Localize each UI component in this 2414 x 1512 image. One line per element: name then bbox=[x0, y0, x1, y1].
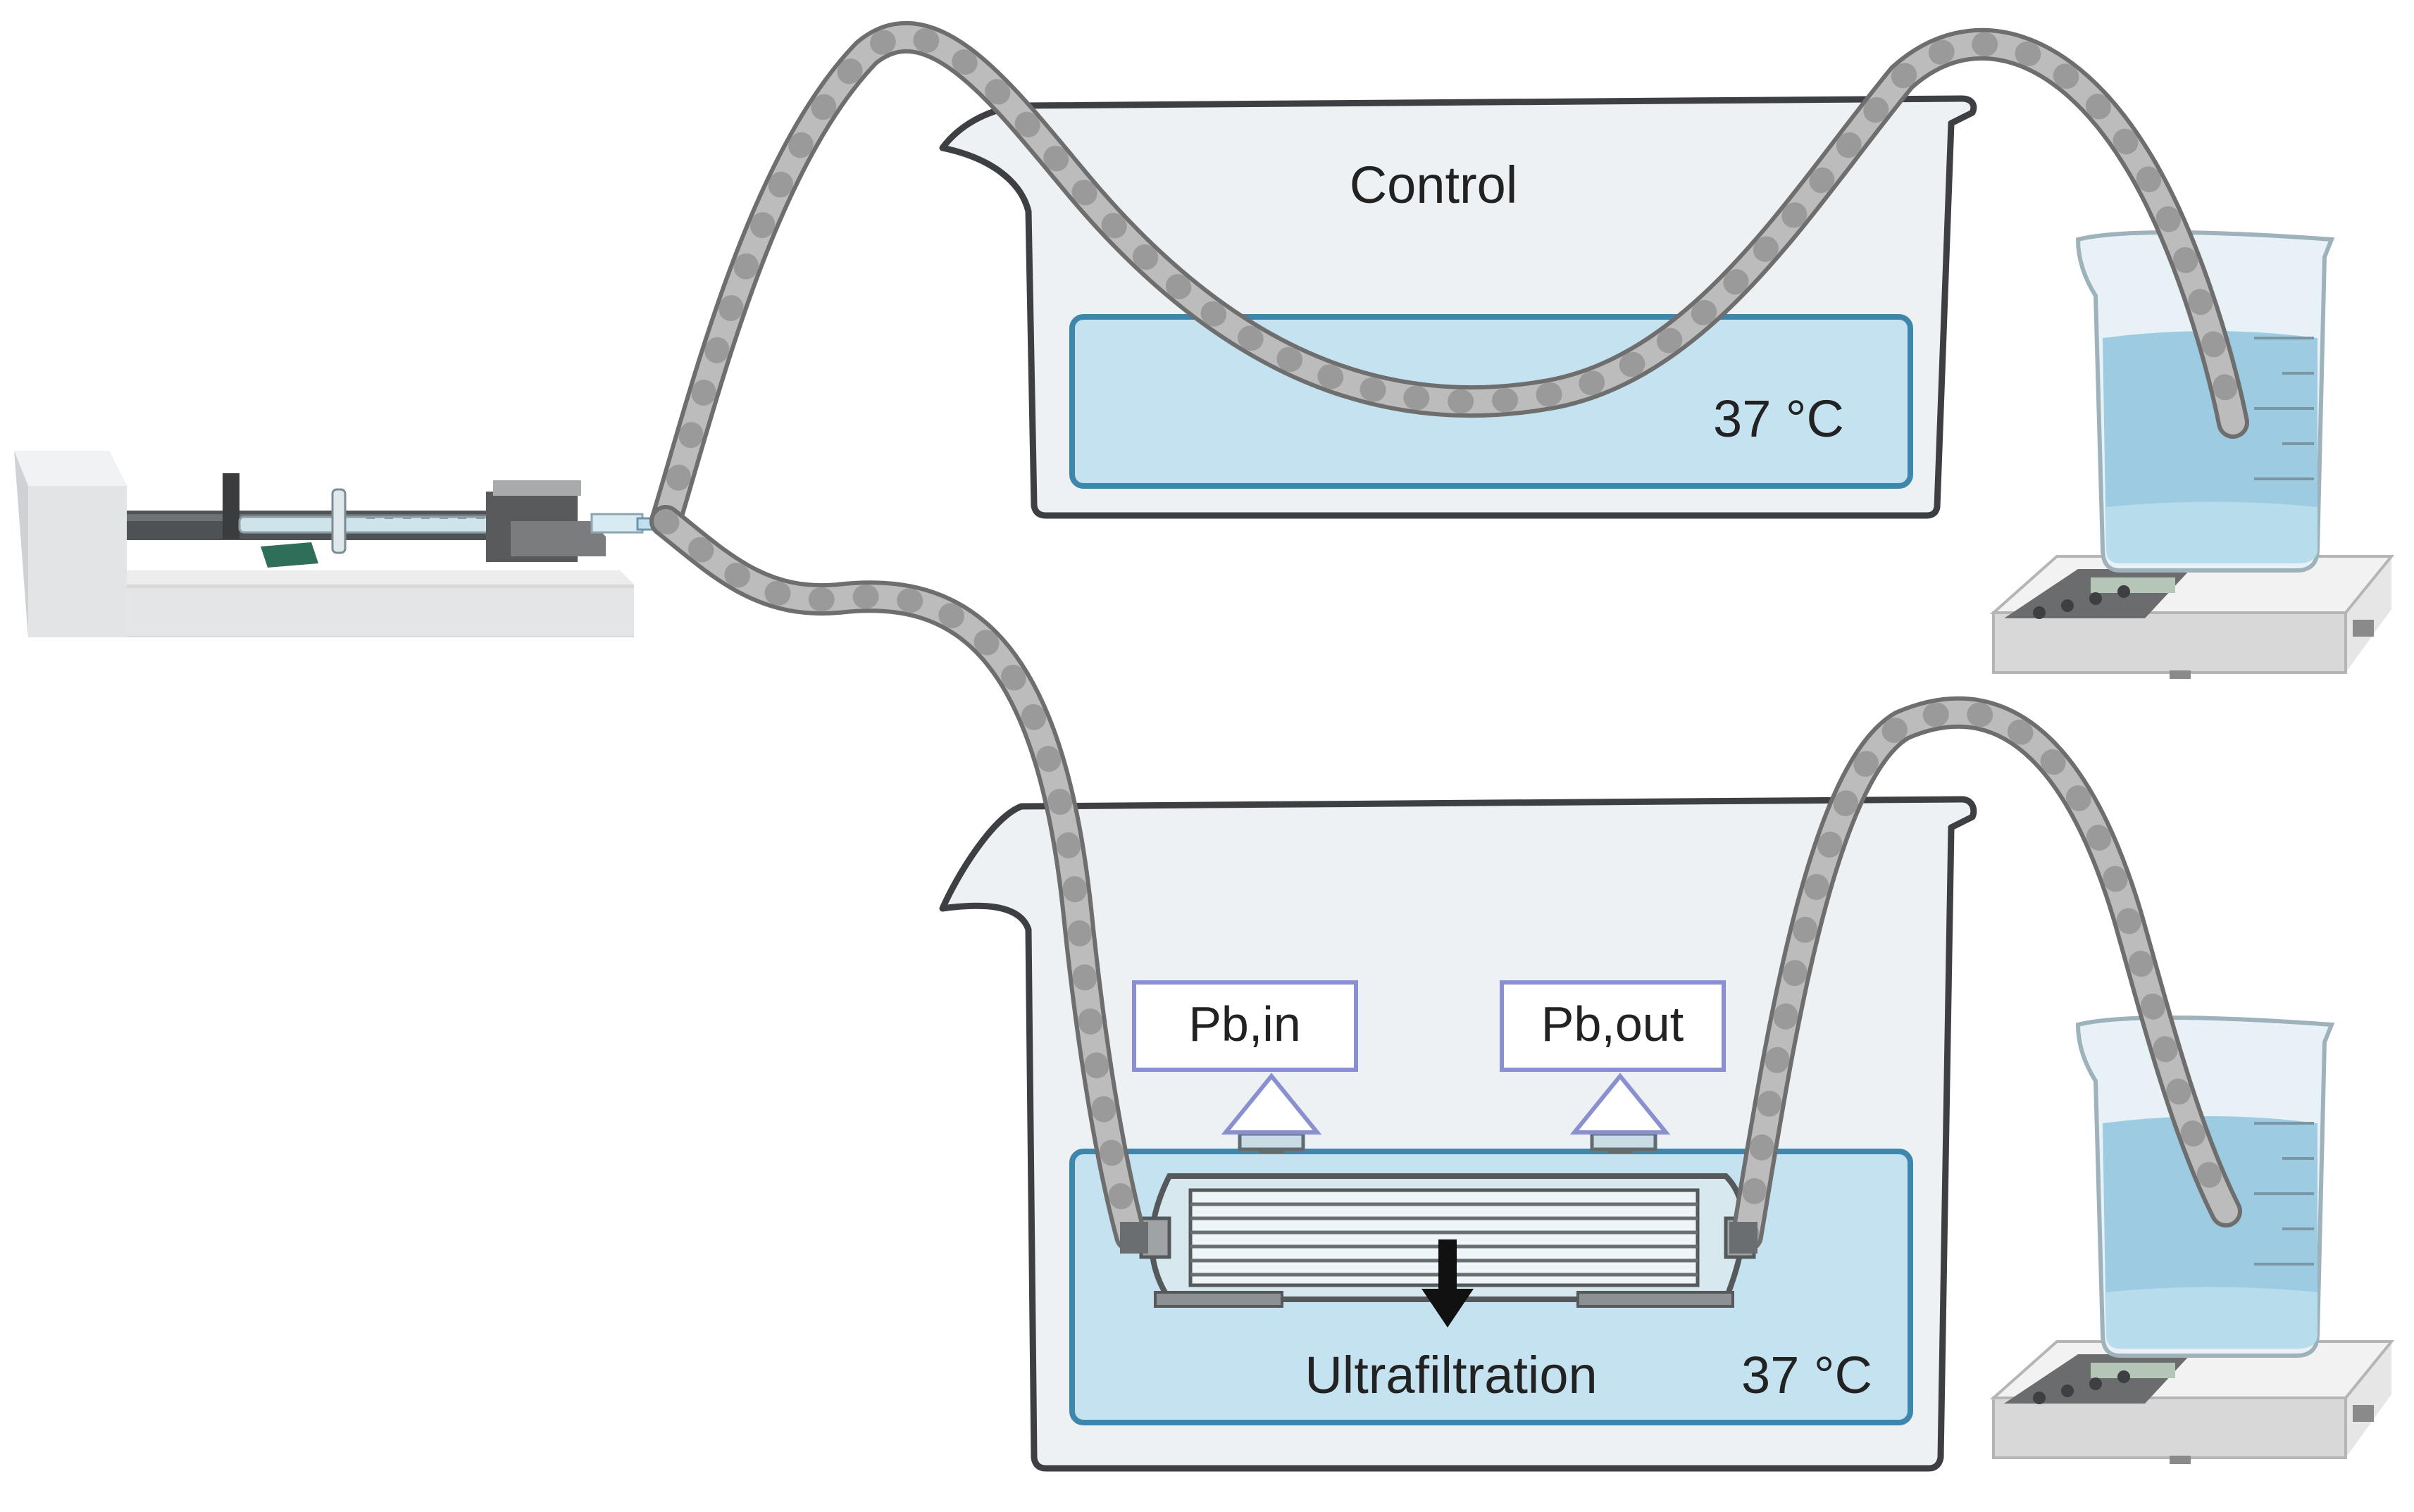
down-arrow-icon bbox=[1421, 1239, 1474, 1327]
ultrafiltration-temp-label: 37 °C bbox=[1741, 1346, 1872, 1404]
tubing bbox=[649, 20, 2249, 1252]
ultrafiltration-label: Ultrafiltration bbox=[1305, 1346, 1597, 1404]
pb-out-box bbox=[1500, 980, 1726, 1072]
beaker-icon bbox=[2075, 230, 2335, 573]
control-temp-label: 37 °C bbox=[1713, 389, 1844, 448]
pb-in-sensor: Pb,in bbox=[1132, 980, 1358, 1135]
pb-in-box bbox=[1132, 980, 1358, 1072]
lab-scale-icon bbox=[1989, 1340, 2395, 1464]
syringe-pump-icon bbox=[14, 451, 667, 637]
control-label: Control bbox=[1350, 156, 1518, 214]
pb-in-label: Pb,in bbox=[1188, 996, 1301, 1051]
lab-scale-icon bbox=[1989, 555, 2395, 679]
pb-out-label: Pb,out bbox=[1541, 996, 1684, 1051]
pb-out-sensor: Pb,out bbox=[1500, 980, 1726, 1135]
